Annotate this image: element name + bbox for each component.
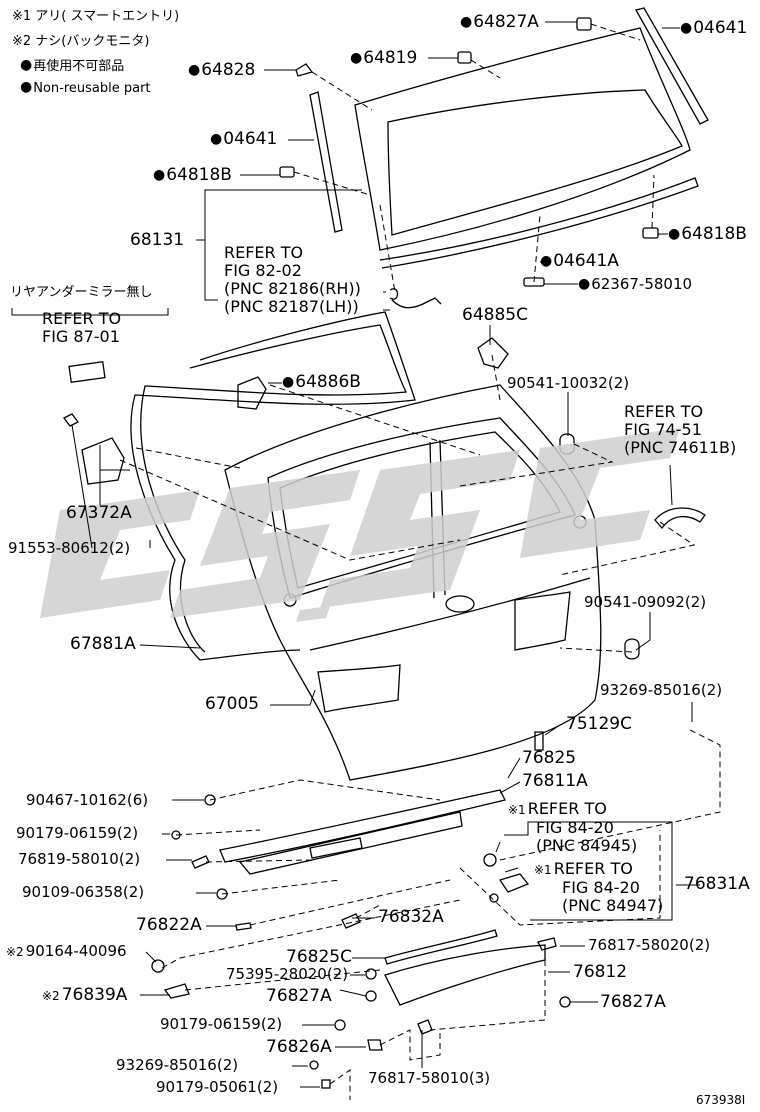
part-label-93269-85016-right[interactable]: 93269-85016(2) (600, 681, 723, 699)
hinge-64886B (237, 376, 267, 410)
clip-64818B-left (279, 166, 295, 178)
ref-line: (PNC 84947) (562, 896, 664, 915)
leader-lines (11, 21, 700, 1088)
ref-line: FIG 74-51 (624, 420, 702, 439)
part-label-76811A[interactable]: 76811A (522, 771, 588, 791)
side-molding-right (635, 7, 709, 125)
part-label-76831A[interactable]: 76831A (684, 874, 750, 894)
legend-note-1: ※1 アリ( スマートエントリ) (12, 9, 180, 24)
ref-line: (PNC 82186(RH)) (224, 279, 361, 298)
ref-line: FIG 87-01 (42, 327, 120, 346)
part-label-75129C[interactable]: 75129C (566, 714, 632, 734)
legend-note-2: ※2 ナシ(バックモニタ) (12, 34, 150, 49)
part-label-76819-58010[interactable]: 76819-58010(2) (18, 850, 141, 868)
garnish-76812 (384, 944, 546, 1006)
part-number: 76839A (61, 985, 128, 1005)
ref-fig-87-01[interactable]: REFER TO FIG 87-01 (42, 310, 121, 346)
part-label-76832A[interactable]: 76832A (378, 907, 444, 927)
clip-64819 (457, 51, 472, 64)
part-label-64819[interactable]: 64819 (350, 50, 417, 67)
bumper-90541-09092 (624, 638, 640, 660)
ref-line: FIG 84-20 (536, 818, 614, 837)
back-window-glass (354, 27, 699, 269)
clip-64818B-right (642, 227, 659, 239)
leader-dashes (119, 23, 721, 1100)
part-label-04641-left[interactable]: 04641 (210, 131, 277, 148)
ref-fig-82-02[interactable]: REFER TO FIG 82-02 (PNC 82186(RH)) (PNC … (224, 244, 361, 316)
ref-fig-74-51[interactable]: REFER TO FIG 74-51 (PNC 74611B) (624, 403, 736, 457)
part-label-76817-58020[interactable]: 76817-58020(2) (588, 936, 711, 954)
part-label-76825[interactable]: 76825 (522, 748, 577, 768)
ref-line: (PNC 84945) (536, 836, 638, 855)
side-molding-left (309, 91, 343, 233)
part-label-64885C[interactable]: 64885C (462, 305, 528, 325)
garnish-76811A (219, 789, 506, 863)
part-label-76826A[interactable]: 76826A (266, 1037, 332, 1057)
weatherstrip-67881A (130, 311, 416, 661)
mark-2: ※2 (42, 989, 60, 1003)
part-label-67005[interactable]: 67005 (205, 694, 260, 714)
part-label-64828[interactable]: 64828 (188, 62, 255, 79)
part-label-90109-06358[interactable]: 90109-06358(2) (22, 883, 145, 901)
part-label-76812[interactable]: 76812 (573, 962, 628, 982)
part-label-64818B-left[interactable]: 64818B (153, 167, 232, 184)
ref-line: REFER TO (42, 309, 122, 328)
diagram-id: 673938I (696, 1093, 746, 1107)
ref-line: (PNC 82187(LH)) (224, 297, 359, 316)
part-label-64886B[interactable]: 64886B (282, 374, 361, 391)
part-label-64827A[interactable]: 64827A (460, 14, 539, 31)
part-label-76817-58010[interactable]: 76817-58010(3) (368, 1069, 491, 1087)
ref-line: FIG 82-02 (224, 261, 302, 280)
bracket-76831A (498, 873, 530, 893)
lock-67372A (81, 437, 125, 485)
handle-75129C (534, 731, 544, 751)
part-label-90179-06159-a[interactable]: 90179-06159(2) (16, 824, 139, 842)
mark-2: ※2 (6, 945, 24, 959)
part-label-67881A[interactable]: 67881A (70, 634, 136, 654)
part-label-91553-80612[interactable]: 91553-80612(2) (8, 539, 131, 557)
part-label-67372A[interactable]: 67372A (66, 503, 132, 523)
clip-64828 (295, 63, 314, 77)
part-label-04641A[interactable]: 04641A (540, 253, 619, 270)
part-label-64818B-right[interactable]: 64818B (668, 226, 747, 243)
part-label-93269-85016-left[interactable]: 93269-85016(2) (116, 1056, 239, 1074)
part-label-90179-05061[interactable]: 90179-05061(2) (156, 1078, 279, 1096)
ref-line: REFER TO (527, 799, 607, 818)
mark-1: ※1 (534, 863, 552, 877)
mark-1: ※1 (508, 803, 526, 817)
part-label-75395-28020[interactable]: 75395-28020(2) (226, 965, 349, 983)
part-label-90467-10162[interactable]: 90467-10162(6) (26, 791, 149, 809)
watermark (40, 428, 680, 622)
molding-76825C (384, 929, 498, 965)
part-label-76822A[interactable]: 76822A (136, 915, 202, 935)
part-label-68131[interactable]: 68131 (130, 230, 185, 250)
ref-line: REFER TO (624, 402, 704, 421)
part-label-62367-58010[interactable]: 62367-58010 (578, 277, 692, 292)
clip-64827A (576, 17, 592, 31)
ref-line: FIG 84-20 (562, 878, 640, 897)
legend-bullet-en: Non-reusable part (20, 80, 150, 95)
ref-line: REFER TO (224, 243, 304, 262)
part-number: 90164-40096 (25, 942, 127, 960)
part-label-90541-09092[interactable]: 90541-09092(2) (584, 593, 707, 611)
part-label-76825C[interactable]: 76825C (286, 947, 352, 967)
part-label-76827A-right[interactable]: 76827A (600, 992, 666, 1012)
ref-line: REFER TO (553, 859, 633, 878)
hinge-64885C (477, 337, 509, 369)
ref-fig-87-note: リヤアンダーミラー無し (10, 285, 153, 300)
part-label-90179-06159-b[interactable]: 90179-06159(2) (160, 1015, 283, 1033)
handle-74611B (654, 507, 706, 530)
ref-line: (PNC 74611B) (624, 438, 737, 457)
legend-bullet-jp: 再使用不可部品 (20, 58, 124, 73)
part-label-04641-top[interactable]: 04641 (680, 20, 747, 37)
part-label-90541-10032[interactable]: 90541-10032(2) (507, 374, 630, 392)
part-label-76827A-left[interactable]: 76827A (266, 986, 332, 1006)
